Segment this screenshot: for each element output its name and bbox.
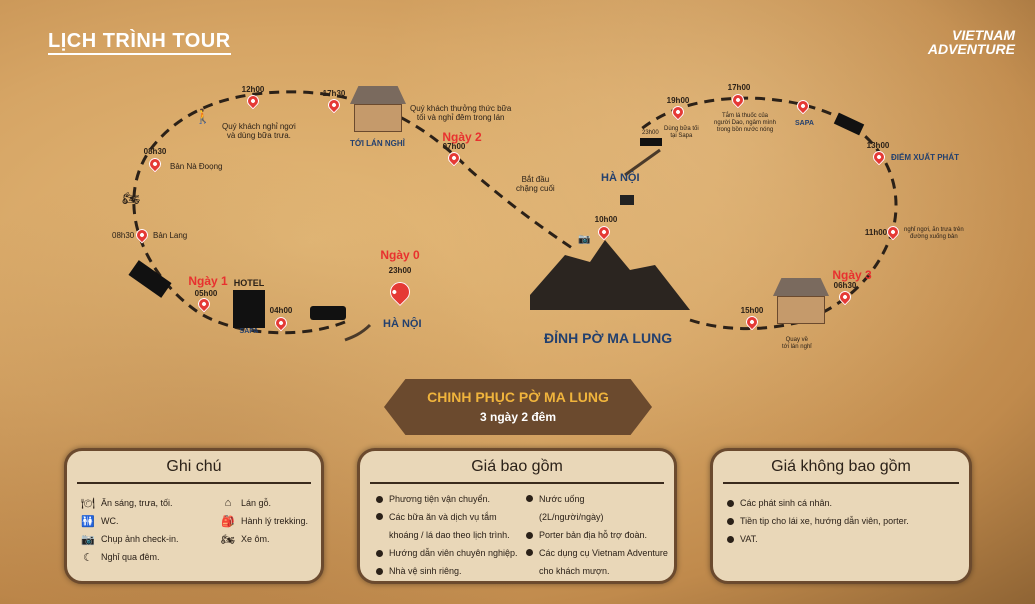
list-item: 🍽Ăn sáng, trưa, tối.: [81, 497, 173, 510]
time-label: 10h00: [594, 215, 618, 224]
list-item: Phương tiện vận chuyển.: [376, 490, 526, 508]
time-label: 13h00: [866, 141, 890, 150]
time-label: 17h30: [322, 89, 346, 98]
flag-icon: [620, 195, 634, 205]
back-hut-note: Quay về tới lán nghỉ: [782, 337, 812, 350]
list-item: 📷Chụp ảnh check-in.: [81, 533, 179, 546]
list-item: Hướng dẫn viên chuyên nghiệp.: [376, 544, 526, 562]
dinner-sapa-note: Dùng bữa tối tại Sapa: [664, 126, 699, 139]
place-label: Bản Lang: [153, 231, 188, 240]
dinner-note: Quý khách thưởng thức bữa tối và nghỉ đê…: [410, 104, 512, 122]
day-1-label: Ngày 1: [188, 274, 228, 288]
time-label: 15h00: [740, 306, 764, 315]
time-label: 08h30: [143, 147, 167, 156]
tour-banner: CHINH PHỤC PỜ MA LUNG 3 ngày 2 đêm: [384, 379, 652, 435]
camera-icon: 📷: [578, 234, 591, 245]
mountain-icon: [530, 240, 690, 310]
excluded-panel: Giá không bao gồm Các phát sinh cá nhân.…: [710, 448, 972, 584]
list-item: 🏍Xe ôm.: [221, 533, 270, 546]
time-label: 07h00: [442, 142, 466, 151]
time-label: 05h00: [194, 289, 218, 298]
motorbike-icon: 🏍: [122, 190, 140, 206]
backpack-icon: 🎒: [221, 515, 235, 528]
time-label: 17h00: [727, 83, 751, 92]
camera-icon: 📷: [81, 533, 95, 546]
place-label: ĐIỂM XUẤT PHÁT: [891, 153, 959, 162]
lunch-note: Quý khách nghỉ ngơi và dùng bữa trưa.: [222, 122, 296, 140]
list-item: VAT.: [727, 530, 969, 548]
page-title: LỊCH TRÌNH TOUR: [48, 30, 231, 55]
hotel-icon: HOTEL SAPA: [233, 278, 265, 335]
day-0-label: Ngày 0: [380, 248, 420, 262]
bath-note: Tắm lá thuốc của người Dao, ngâm mình tr…: [714, 113, 776, 133]
peak-label: ĐỈNH PỜ MA LUNG: [544, 330, 673, 346]
list-item: 🎒Hành lý trekking.: [221, 515, 309, 528]
time-label: 12h00: [241, 85, 265, 94]
time-label: 19h00: [666, 96, 690, 105]
hut-icon: ⌂: [224, 497, 232, 509]
time-label: 06h30: [833, 281, 857, 290]
time-label: 08h30: [112, 231, 135, 240]
list-item: Các phát sinh cá nhân.: [727, 494, 969, 512]
list-item: Nhà vệ sinh riêng.: [376, 562, 526, 580]
place-label: Bản Nà Đoọng: [170, 162, 223, 171]
place-label: HÀ NỘI: [383, 318, 422, 330]
list-item: Tiền tip cho lái xe, hướng dẫn viên, por…: [727, 512, 969, 530]
list-item: ⌂Lán gỗ.: [221, 494, 308, 512]
arrow-icon: [624, 148, 661, 177]
hut-icon: [350, 86, 406, 132]
time-label: 23h00: [642, 130, 659, 136]
meal-icon: 🍽: [81, 497, 95, 510]
bus-icon: [310, 306, 346, 320]
motorbike-icon: 🏍: [221, 533, 235, 546]
time-label: 11h00: [864, 228, 888, 237]
list-item: Porter bản địa hỗ trợ đoàn.: [526, 526, 668, 544]
bus-icon: [640, 138, 662, 146]
place-label: HÀ NỘI: [601, 172, 640, 184]
lunch-down-note: nghỉ ngơi, ăn trưa trên đường xuống bản: [904, 227, 964, 240]
list-item: ☾Nghỉ qua đêm.: [81, 548, 221, 566]
time-label: 04h00: [269, 306, 293, 315]
day-3-label: Ngày 3: [832, 268, 872, 282]
place-label: SAPA: [795, 120, 814, 127]
day-2-label: Ngày 2: [442, 130, 482, 144]
time-label: 23h00: [388, 266, 412, 275]
included-panel: Giá bao gồm Phương tiện vận chuyển. Các …: [357, 448, 677, 584]
notes-panel: Ghi chú 🍽Ăn sáng, trưa, tối. 🚻WC. 📷Chụp …: [64, 448, 324, 584]
wc-icon: 🚻: [81, 515, 95, 528]
hut-icon: [773, 278, 829, 324]
hiker-icon: 🚶: [194, 108, 212, 124]
place-label: TỚI LÁN NGHỈ: [350, 139, 405, 148]
final-leg-note: Bắt đầu chặng cuối: [516, 175, 555, 193]
arrow-icon: [344, 323, 372, 342]
list-item: 🚻WC.: [81, 515, 119, 528]
moon-icon: ☾: [83, 551, 93, 564]
